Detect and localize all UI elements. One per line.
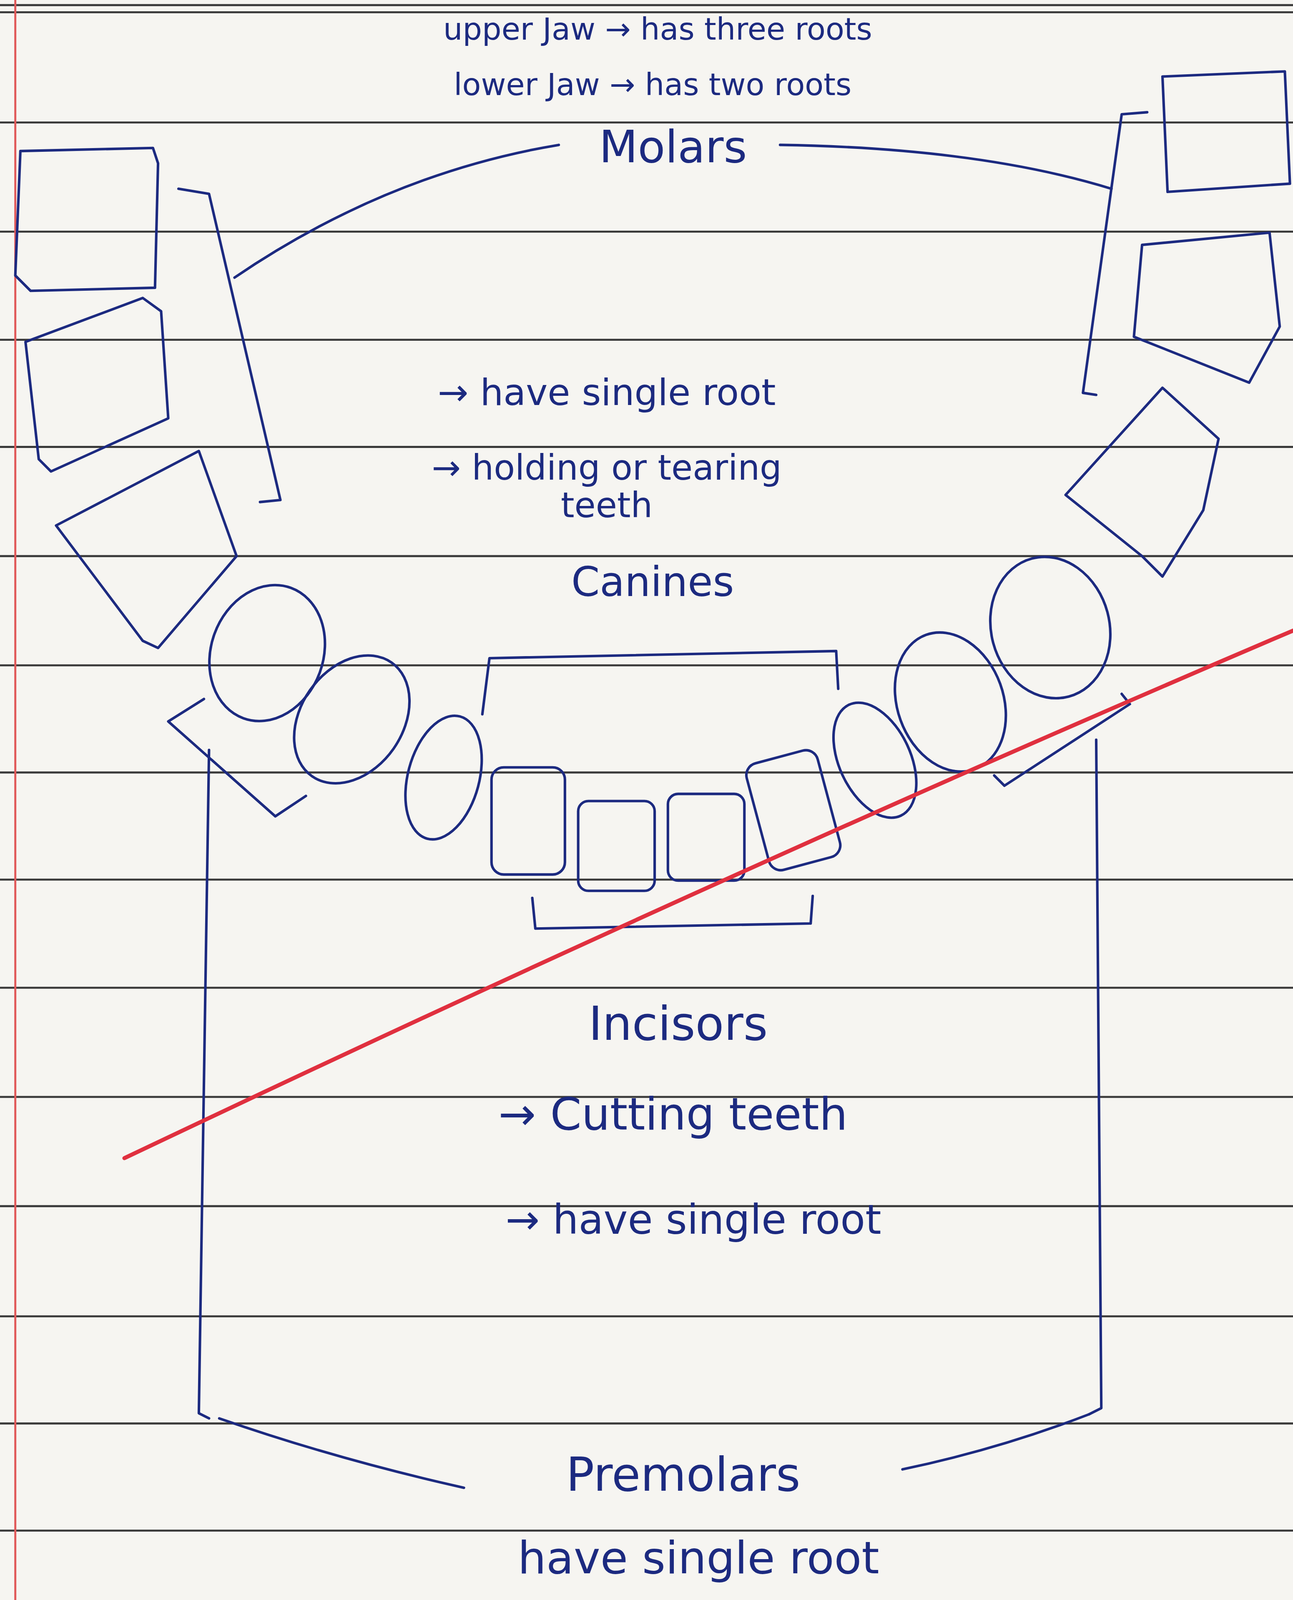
group-label: Premolars: [499, 1448, 867, 1501]
premolar-tooth: [190, 568, 344, 738]
incisor-tooth: [667, 793, 745, 881]
note-text: → Cutting teeth: [418, 1089, 929, 1139]
ruled-line: [0, 4, 1293, 7]
incisor-bracket: [532, 895, 814, 929]
molar-tooth: [25, 297, 169, 472]
canine-bracket: [482, 650, 839, 715]
note-text: upper Jaw → has three roots: [331, 12, 985, 46]
canine-tooth: [392, 707, 495, 848]
canine-tooth: [816, 689, 934, 831]
ruled-line: [0, 445, 1293, 448]
molar-tooth: [1133, 232, 1280, 383]
leader-line: [902, 1413, 1090, 1469]
leader-line: [234, 144, 559, 278]
leader-line: [219, 1418, 465, 1488]
incisor-tooth: [743, 747, 843, 873]
molar-tooth: [1065, 387, 1219, 577]
ruled-line: [0, 664, 1293, 667]
group-label: Canines: [499, 559, 806, 605]
ruled-line: [0, 230, 1293, 233]
incisor-tooth: [578, 800, 655, 891]
ruled-line: [0, 770, 1293, 774]
strike-line: [124, 630, 1293, 1158]
molar-tooth: [15, 148, 159, 291]
premolar-tooth: [270, 632, 434, 806]
ruled-line: [0, 338, 1293, 341]
molar-bracket: [178, 188, 281, 503]
premolar-bracket: [1089, 739, 1102, 1414]
ruled-line: [0, 1529, 1293, 1532]
note-text: → have single root: [407, 1196, 980, 1242]
molar-tooth: [56, 450, 237, 648]
note-text: lower Jaw → has two roots: [326, 67, 980, 101]
group-label: Incisors: [524, 997, 832, 1050]
ruled-line: [0, 1314, 1293, 1317]
ruled-line: [0, 1421, 1293, 1424]
premolar-tooth: [974, 542, 1127, 712]
group-label: Molars: [519, 122, 827, 172]
molar-bracket: [1082, 112, 1148, 395]
molar-tooth: [1162, 71, 1291, 192]
incisor-tooth: [491, 767, 565, 875]
ruled-line: [0, 878, 1293, 881]
premolar-bracket: [198, 749, 209, 1418]
leader-line: [780, 144, 1112, 189]
note-text: have single root: [443, 1533, 954, 1583]
premolar-tooth: [876, 616, 1025, 788]
note-text: → have single root: [351, 372, 862, 413]
note-text: → holding or tearing teeth: [387, 448, 827, 525]
premolar-bracket: [168, 698, 307, 816]
ruled-line: [0, 554, 1293, 558]
